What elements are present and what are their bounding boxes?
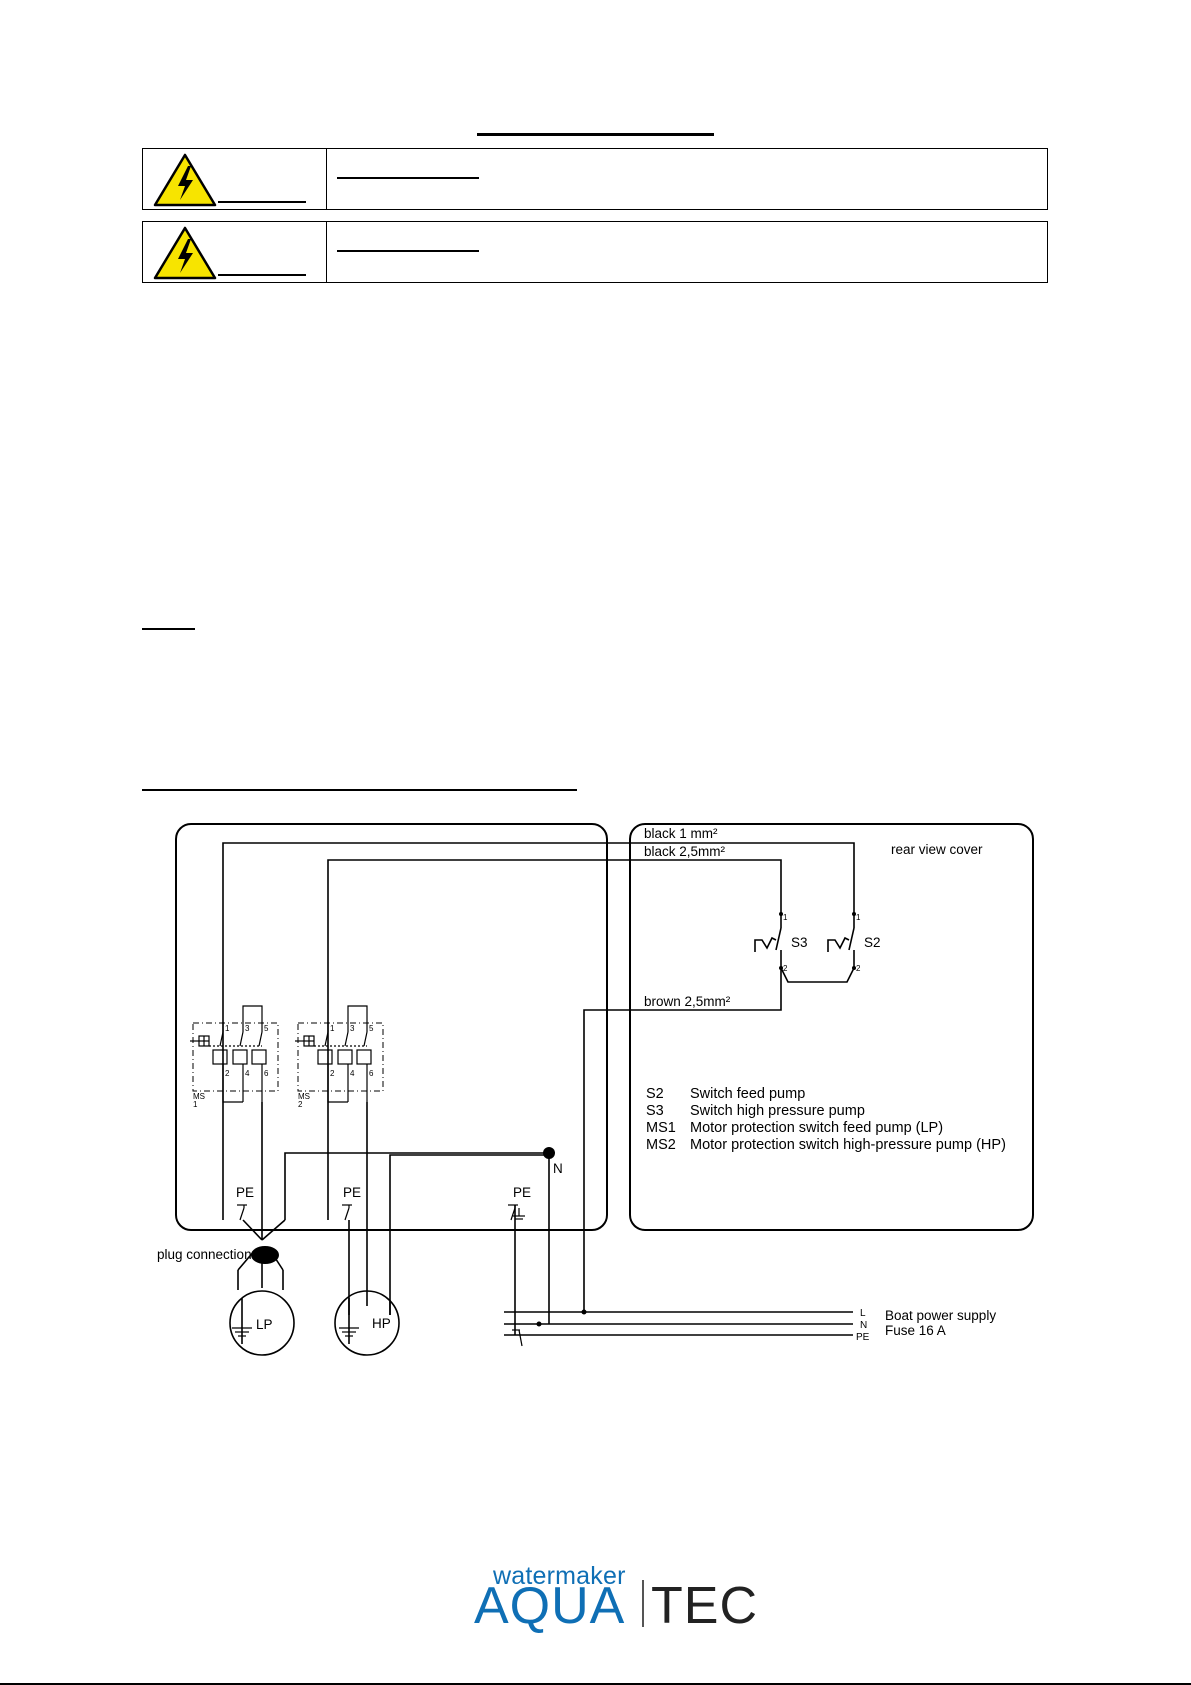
label-lp: LP xyxy=(256,1317,273,1332)
note-underline xyxy=(142,628,195,630)
wire-black-1mm xyxy=(222,842,855,1220)
logo-aqua: AQUA xyxy=(474,1577,626,1635)
legend: S2 Switch feed pump S3 Switch high press… xyxy=(646,1086,1006,1153)
motor-hp xyxy=(334,1290,400,1356)
label-pe-2: PE xyxy=(343,1185,361,1200)
warning-heading-underline xyxy=(337,250,479,252)
label-s2: S2 xyxy=(864,935,881,950)
svg-text:MS: MS xyxy=(193,1092,205,1101)
svg-text:3: 3 xyxy=(245,1024,250,1033)
warning-signal-underline xyxy=(218,274,306,276)
svg-text:L: L xyxy=(860,1308,866,1319)
svg-text:2: 2 xyxy=(330,1069,335,1078)
label-hp: HP xyxy=(372,1316,391,1331)
label-plug-connection: plug connection xyxy=(157,1247,252,1262)
high-voltage-warning-icon xyxy=(153,226,217,280)
motor-protection-switch-ms1 xyxy=(192,1022,279,1092)
svg-text:N: N xyxy=(860,1320,867,1331)
warning-box-1 xyxy=(142,148,1048,210)
svg-text:1: 1 xyxy=(225,1024,230,1033)
wiring-diagram: black 1 mm² black 2,5mm² rear view cover… xyxy=(157,823,1034,1356)
wire-black-25mm xyxy=(327,859,782,1220)
label-s3: S3 xyxy=(791,935,808,950)
label-rear-view: rear view cover xyxy=(891,842,983,857)
warning-box-divider xyxy=(326,149,327,209)
motor-lp xyxy=(229,1290,295,1356)
label-boat-power-supply: Boat power supply xyxy=(885,1308,996,1323)
logo-watermaker: watermaker xyxy=(493,1562,626,1590)
logo-tec: TEC xyxy=(651,1577,758,1635)
svg-text:2: 2 xyxy=(298,1100,303,1109)
svg-text:PE: PE xyxy=(856,1332,870,1343)
warning-heading-underline xyxy=(337,177,479,179)
legend-text: Switch high pressure pump xyxy=(690,1103,865,1119)
wire-switch-link xyxy=(780,967,855,983)
svg-text:2: 2 xyxy=(783,964,788,973)
svg-text:2: 2 xyxy=(225,1069,230,1078)
legend-code: S2 xyxy=(646,1086,664,1102)
switch-s3 xyxy=(754,914,782,968)
svg-text:6: 6 xyxy=(369,1069,374,1078)
legend-code: MS2 xyxy=(646,1137,676,1153)
switch-s2 xyxy=(827,914,855,968)
label-black-1mm: black 1 mm² xyxy=(644,826,718,841)
legend-text: Motor protection switch feed pump (LP) xyxy=(690,1120,943,1136)
wire-neutral-bus xyxy=(284,1152,549,1220)
label-pe-1: PE xyxy=(236,1185,254,1200)
label-black-25mm: black 2,5mm² xyxy=(644,844,726,859)
svg-text:1: 1 xyxy=(783,913,788,922)
plug-connection-symbol xyxy=(251,1246,279,1264)
svg-text:1: 1 xyxy=(193,1100,198,1109)
svg-text:3: 3 xyxy=(350,1024,355,1033)
diagram-heading-underline xyxy=(142,789,577,791)
svg-text:5: 5 xyxy=(264,1024,269,1033)
cover-box-outline xyxy=(629,823,1034,1231)
warning-box-divider xyxy=(326,222,327,282)
label-pe-3: PE xyxy=(513,1185,531,1200)
label-brown-25mm: brown 2,5mm² xyxy=(644,994,731,1009)
high-voltage-warning-icon xyxy=(153,153,217,207)
logo-separator xyxy=(642,1580,644,1627)
svg-text:4: 4 xyxy=(350,1069,355,1078)
warning-signal-underline xyxy=(218,201,306,203)
wire-brown-25mm xyxy=(583,968,782,1312)
svg-text:6: 6 xyxy=(264,1069,269,1078)
legend-text: Switch feed pump xyxy=(690,1086,805,1102)
warning-box-2 xyxy=(142,221,1048,283)
section-title-underline xyxy=(477,133,714,136)
page-bottom-rule xyxy=(0,1683,1191,1685)
legend-code: S3 xyxy=(646,1103,664,1119)
legend-code: MS1 xyxy=(646,1120,676,1136)
svg-text:1: 1 xyxy=(330,1024,335,1033)
label-n: N xyxy=(553,1161,563,1176)
neutral-junction xyxy=(543,1147,555,1159)
svg-text:MS: MS xyxy=(298,1092,310,1101)
svg-text:5: 5 xyxy=(369,1024,374,1033)
legend-text: Motor protection switch high-pressure pu… xyxy=(690,1137,1006,1153)
svg-text:1: 1 xyxy=(856,913,861,922)
svg-text:2: 2 xyxy=(856,964,861,973)
svg-text:4: 4 xyxy=(245,1069,250,1078)
label-fuse: Fuse 16 A xyxy=(885,1323,946,1338)
motor-protection-switch-ms2 xyxy=(297,1022,384,1092)
control-box-outline xyxy=(175,823,608,1231)
